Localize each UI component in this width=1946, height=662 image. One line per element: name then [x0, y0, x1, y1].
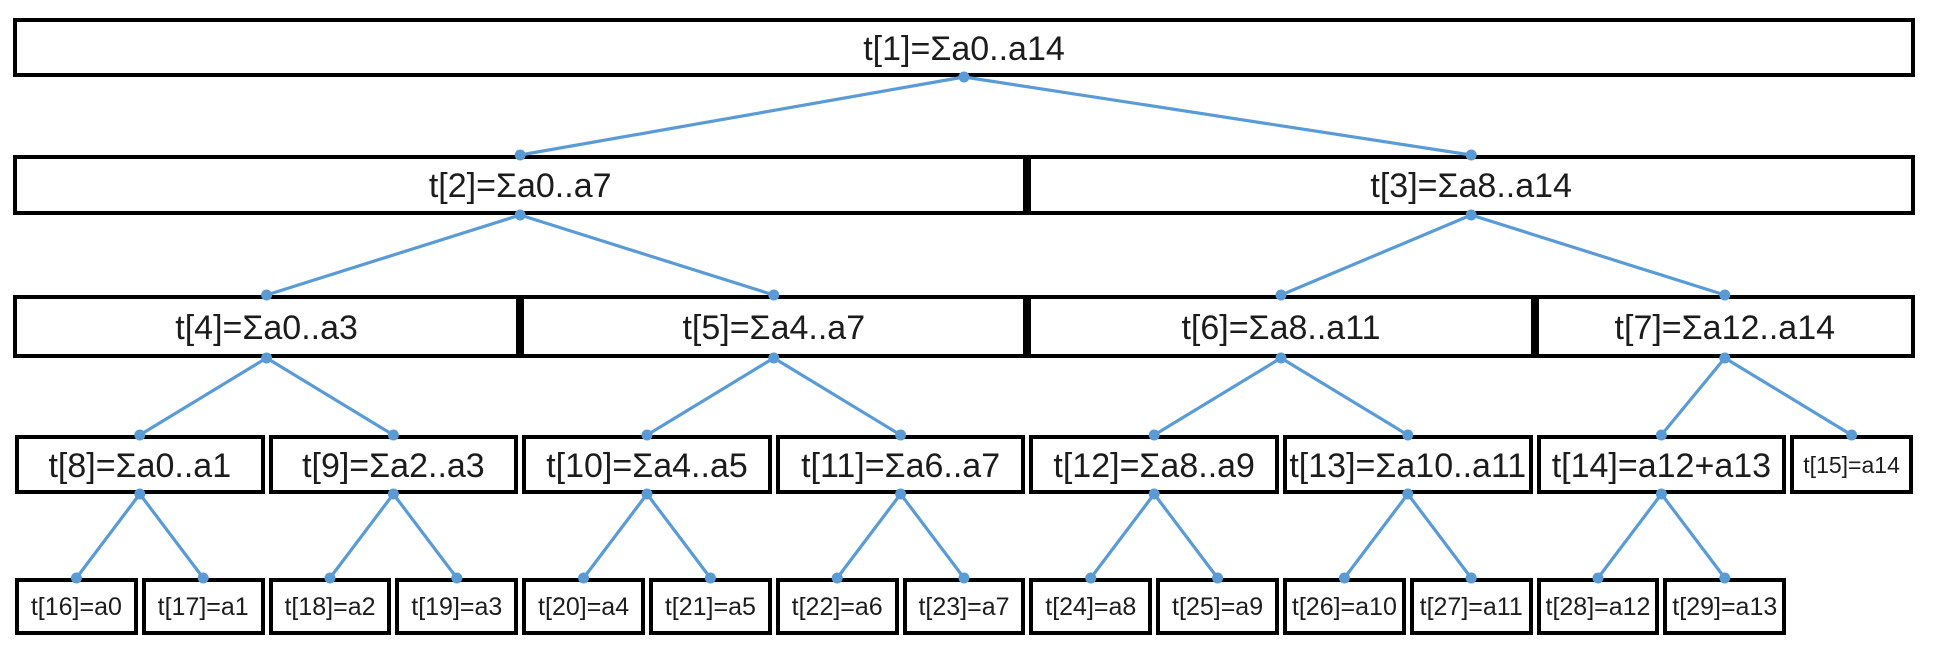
tree-node-label: t[3]=Σa8..a14 — [1370, 167, 1572, 205]
tree-node-label: t[27]=a11 — [1419, 593, 1523, 621]
tree-node-t1: t[1]=Σa0..a14 — [13, 18, 1915, 77]
tree-node-label: t[4]=Σa0..a3 — [175, 308, 358, 347]
tree-node-label: t[28]=a12 — [1545, 593, 1651, 621]
tree-node-t12: t[12]=Σa8..a9 — [1029, 435, 1279, 494]
tree-node-label: t[13]=Σa10..a11 — [1289, 446, 1527, 485]
tree-node-t23: t[23]=a7 — [902, 578, 1026, 635]
tree-node-t18: t[18]=a2 — [268, 578, 392, 635]
tree-node-t4: t[4]=Σa0..a3 — [13, 295, 521, 358]
tree-node-t5: t[5]=Σa4..a7 — [520, 295, 1028, 358]
tree-node-t24: t[24]=a8 — [1029, 578, 1153, 635]
tree-node-t19: t[19]=a3 — [395, 578, 519, 635]
tree-node-t3: t[3]=Σa8..a14 — [1027, 155, 1915, 215]
tree-node-label: t[16]=a0 — [30, 593, 122, 621]
tree-node-t22: t[22]=a6 — [775, 578, 899, 635]
tree-node-t27: t[27]=a11 — [1409, 578, 1533, 635]
tree-node-label: t[15]=a14 — [1803, 452, 1900, 478]
tree-node-label: t[24]=a8 — [1045, 593, 1137, 621]
tree-node-label: t[22]=a6 — [791, 593, 883, 621]
tree-node-label: t[25]=a9 — [1172, 593, 1264, 621]
tree-node-label: t[21]=a5 — [664, 593, 756, 621]
tree-node-t8: t[8]=Σa0..a1 — [15, 435, 265, 494]
tree-node-label: t[17]=a1 — [157, 593, 249, 621]
tree-node-label: t[29]=a13 — [1672, 593, 1778, 621]
tree-node-t14: t[14]=a12+a13 — [1536, 435, 1787, 494]
tree-node-t21: t[21]=a5 — [649, 578, 772, 635]
tree-node-t13: t[13]=Σa10..a11 — [1283, 435, 1533, 494]
tree-node-label: t[6]=Σa8..a11 — [1181, 308, 1381, 347]
tree-node-label: t[7]=Σa12..a14 — [1614, 308, 1836, 347]
tree-node-label: t[18]=a2 — [284, 593, 376, 621]
tree-node-t11: t[11]=Σa6..a7 — [775, 435, 1026, 494]
tree-node-label: t[20]=a4 — [538, 593, 630, 621]
tree-node-t16: t[16]=a0 — [15, 578, 138, 635]
tree-node-label: t[5]=Σa4..a7 — [682, 308, 866, 347]
tree-node-t28: t[28]=a12 — [1536, 578, 1660, 635]
tree-node-t9: t[9]=Σa2..a3 — [268, 435, 519, 494]
tree-node-label: t[11]=Σa6..a7 — [801, 446, 1001, 485]
tree-node-label: t[9]=Σa2..a3 — [302, 446, 485, 485]
tree-node-label: t[23]=a7 — [918, 593, 1010, 621]
tree-node-label: t[19]=a3 — [411, 593, 503, 621]
tree-node-t26: t[26]=a10 — [1283, 578, 1406, 635]
tree-node-label: t[1]=Σa0..a14 — [863, 29, 1065, 68]
tree-node-label: t[26]=a10 — [1291, 593, 1397, 621]
tree-node-t7: t[7]=Σa12..a14 — [1534, 295, 1915, 358]
tree-node-t6: t[6]=Σa8..a11 — [1027, 295, 1535, 358]
tree-node-label: t[2]=Σa0..a7 — [428, 167, 612, 205]
tree-node-t10: t[10]=Σa4..a5 — [522, 435, 772, 494]
tree-node-t29: t[29]=a13 — [1663, 578, 1787, 635]
tree-node-t25: t[25]=a9 — [1156, 578, 1279, 635]
tree-node-label: t[8]=Σa0..a1 — [48, 446, 232, 485]
tree-node-t15: t[15]=a14 — [1790, 435, 1913, 494]
tree-node-t2: t[2]=Σa0..a7 — [13, 155, 1028, 215]
tree-node-label: t[14]=a12+a13 — [1551, 446, 1772, 485]
tree-node-label: t[12]=Σa8..a9 — [1053, 446, 1255, 485]
tree-node-label: t[10]=Σa4..a5 — [546, 446, 748, 485]
tree-node-t17: t[17]=a1 — [141, 578, 265, 635]
tree-node-t20: t[20]=a4 — [522, 578, 645, 635]
